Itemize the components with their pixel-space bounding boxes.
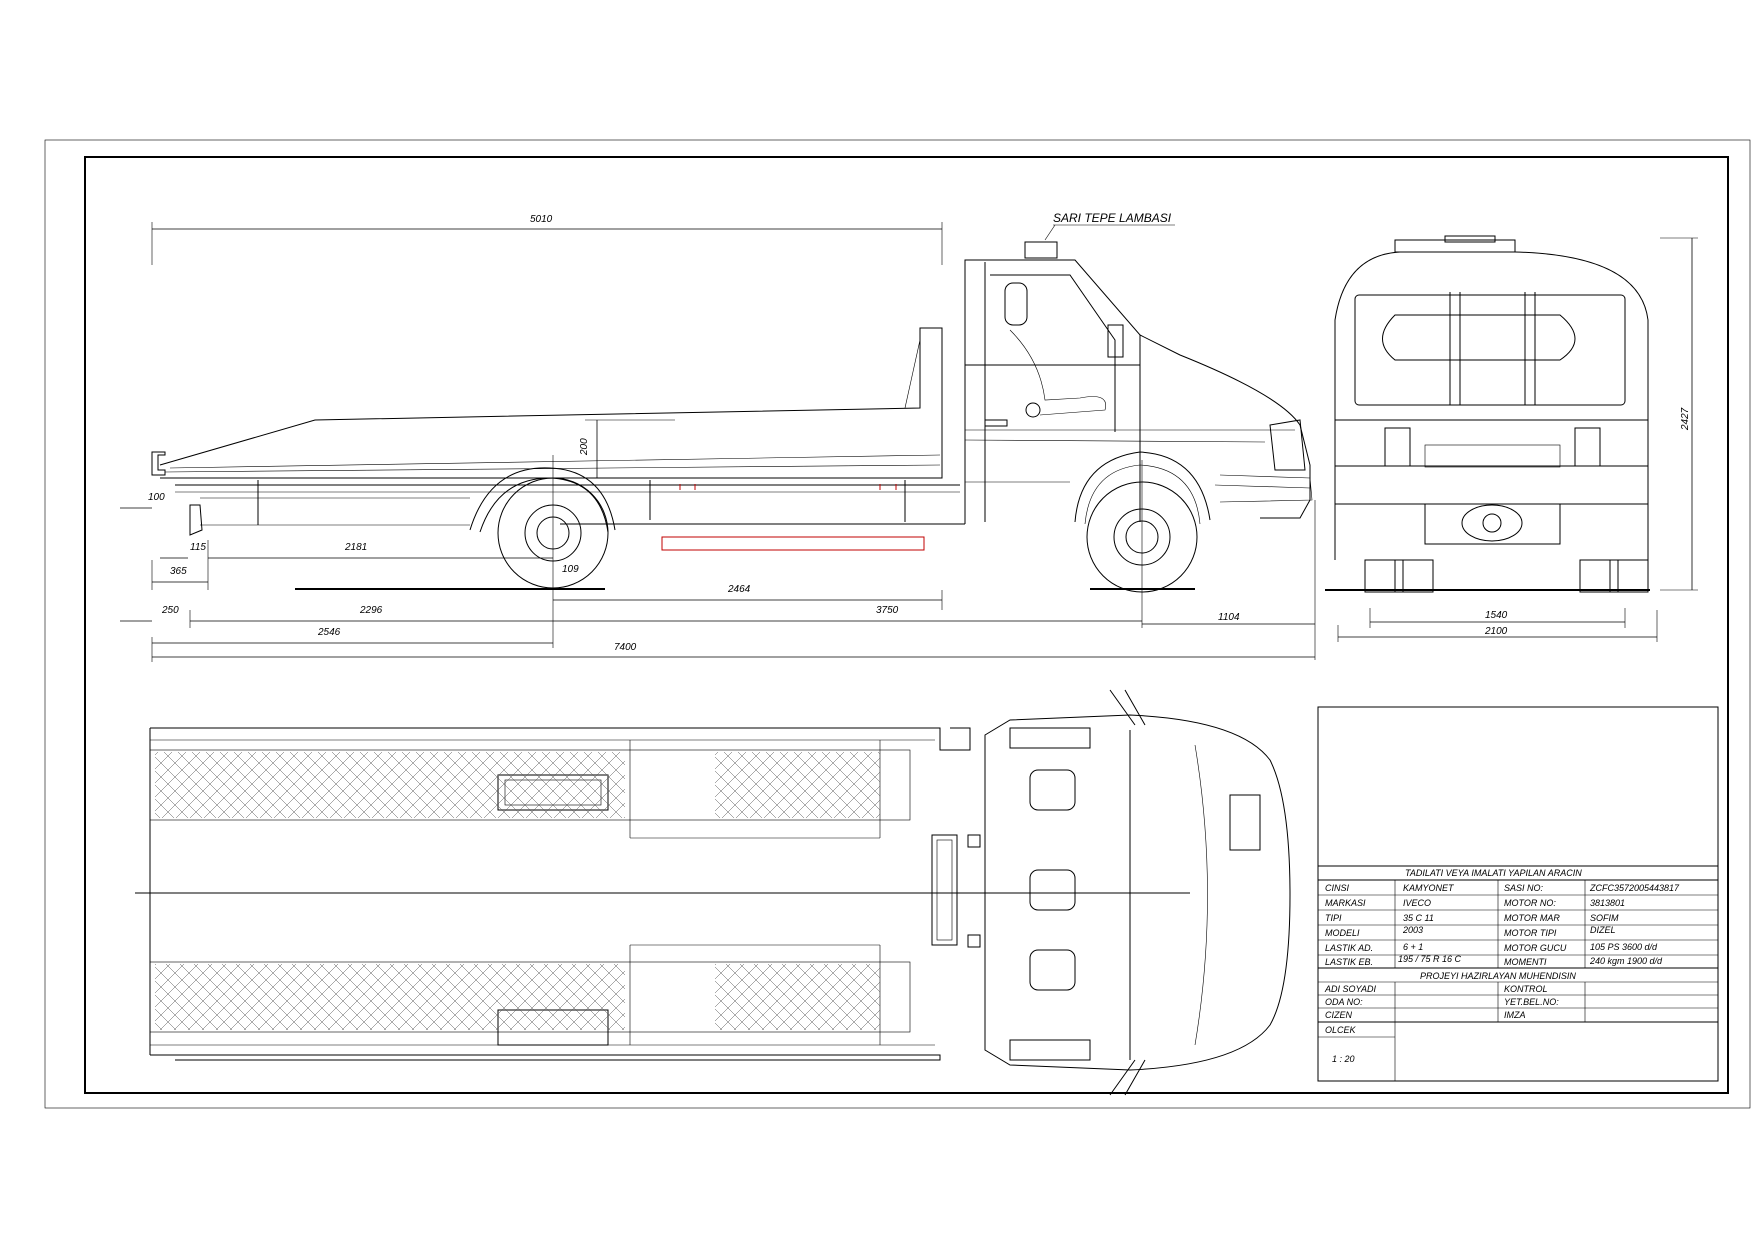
side-storage-box [661,536,925,551]
dim-200: 200 [579,438,590,456]
dim-1540: 1540 [1485,610,1508,621]
svg-text:IVECO: IVECO [1403,898,1431,908]
vehicle-info-row-4: MODELI 2003 MOTOR TIPI DIZEL [1325,925,1616,938]
svg-text:ODA NO:: ODA NO: [1325,997,1363,1007]
vehicle-info-row-5: LASTIK AD. 6 + 1 MOTOR GUCU 105 PS 3600 … [1325,942,1658,953]
svg-text:ZCFC3572005443817: ZCFC3572005443817 [1589,883,1680,893]
svg-text:MOTOR GUCU: MOTOR GUCU [1504,943,1567,953]
front-view-tyres [1364,559,1649,593]
vehicle-info-row-3: TIPI 35 C 11 MOTOR MAR SOFIM [1325,913,1619,923]
svg-text:35 C 11: 35 C 11 [1403,913,1434,923]
drawing-frame [84,156,1729,1094]
dim-2464: 2464 [727,584,751,595]
svg-text:6 + 1: 6 + 1 [1403,942,1423,952]
winch [931,834,958,946]
svg-text:LASTIK AD.: LASTIK AD. [1325,943,1373,953]
svg-text:ADI SOYADI: ADI SOYADI [1324,984,1377,994]
roof-lamp [1024,241,1058,259]
side-view: SARI TEPE LAMBASI [151,211,1313,593]
svg-text:SASI NO:: SASI NO: [1504,883,1544,893]
dim-109: 109 [562,564,579,575]
svg-text:KAMYONET: KAMYONET [1403,883,1455,893]
cab-outline [964,259,1311,524]
dim-5010: 5010 [530,214,553,225]
paper-border [44,139,1751,1109]
svg-text:DIZEL: DIZEL [1590,925,1616,935]
svg-text:LASTIK EB.: LASTIK EB. [1325,957,1373,967]
side-mirror [1107,324,1124,358]
svg-text:MOTOR TIPI: MOTOR TIPI [1504,928,1557,938]
dim-7400: 7400 [614,642,637,653]
svg-text:2003: 2003 [1402,925,1423,935]
rear-ramp-tip [151,451,166,476]
top-view [135,689,1291,1096]
dim-2100: 2100 [1484,626,1508,637]
svg-text:TIPI: TIPI [1325,913,1342,923]
vehicle-info-row-6: LASTIK EB. 195 / 75 R 16 C MOMENTI 240 k… [1325,954,1663,967]
dim-100: 100 [148,492,165,503]
lower-deck-track [149,961,911,1033]
scale-label: OLCEK [1325,1025,1357,1035]
vehicle-info-row-1: CINSI KAMYONET SASI NO: ZCFC357200544381… [1325,883,1680,893]
engineer-row-3: CIZEN IMZA [1325,1010,1526,1020]
title-block: TADILATI VEYA IMALATI YAPILAN ARACIN CIN… [1317,706,1719,1082]
scale-value: 1 : 20 [1332,1054,1355,1064]
svg-text:CIZEN: CIZEN [1325,1010,1353,1020]
cab-top [984,714,1291,1071]
svg-text:IMZA: IMZA [1504,1010,1526,1020]
svg-text:240 kgm 1900 d/d: 240 kgm 1900 d/d [1589,956,1663,966]
title-block-heading: TADILATI VEYA IMALATI YAPILAN ARACIN [1405,868,1582,878]
dim-1104: 1104 [1218,612,1240,623]
front-view [1325,235,1650,593]
svg-text:MOTOR MAR: MOTOR MAR [1504,913,1560,923]
engineer-row-2: ODA NO: YET.BEL.NO: [1325,997,1559,1007]
dim-2546: 2546 [317,627,341,638]
dim-115: 115 [190,542,206,553]
svg-text:195 / 75 R 16 C: 195 / 75 R 16 C [1398,954,1462,964]
dimensions: 5010 200 100 115 2181 365 109 2464 250 2… [120,214,1698,662]
dim-365: 365 [170,566,187,577]
dim-2181: 2181 [344,542,367,553]
svg-text:KONTROL: KONTROL [1504,984,1548,994]
upper-deck-track [149,749,911,821]
dim-250: 250 [161,605,179,616]
svg-text:MOTOR NO:: MOTOR NO: [1504,898,1556,908]
engineer-row-1: ADI SOYADI KONTROL [1324,984,1548,994]
svg-text:105 PS 3600 d/d: 105 PS 3600 d/d [1590,942,1658,952]
vehicle-info-row-2: MARKASI IVECO MOTOR NO: 3813801 [1325,898,1625,908]
dim-2427: 2427 [1680,407,1691,431]
engineer-heading: PROJEYI HAZIRLAYAN MUHENDISIN [1420,971,1576,981]
svg-text:MODELI: MODELI [1325,928,1360,938]
svg-text:MOMENTI: MOMENTI [1504,957,1547,967]
dim-3750: 3750 [876,605,899,616]
roof-lamp-label: SARI TEPE LAMBASI [1053,211,1172,225]
front-bumper [1334,465,1649,505]
svg-text:CINSI: CINSI [1325,883,1350,893]
svg-text:3813801: 3813801 [1590,898,1625,908]
svg-text:YET.BEL.NO:: YET.BEL.NO: [1504,997,1559,1007]
dim-2296: 2296 [359,605,383,616]
svg-text:SOFIM: SOFIM [1590,913,1619,923]
svg-text:MARKASI: MARKASI [1325,898,1366,908]
